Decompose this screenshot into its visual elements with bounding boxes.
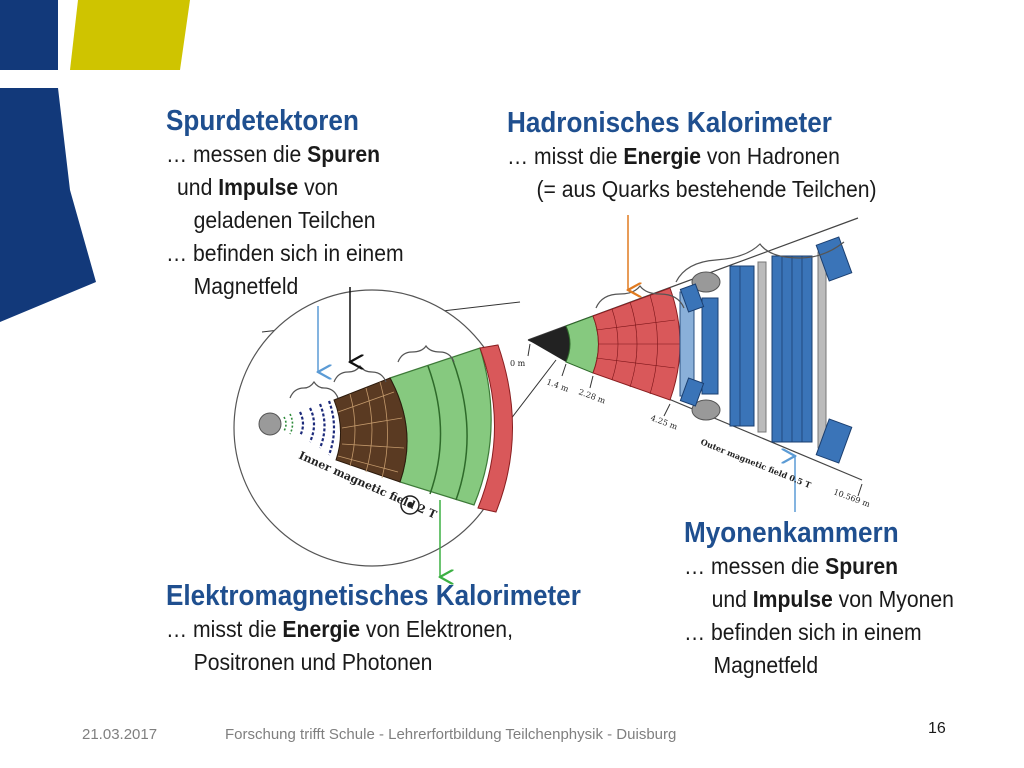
muon-heading: Myonenkammern	[684, 517, 899, 549]
page-number: 16	[928, 720, 946, 737]
muon-line-2: und Impulse von Myonen	[711, 586, 954, 612]
tracker-line-4: … befinden sich in einem	[166, 240, 404, 266]
ecal-text-block: Elektromagnetisches Kalorimeter … misst …	[166, 579, 627, 679]
inner-wedge	[258, 344, 513, 515]
tracker-text-block: Spurdetektoren … messen die Spuren und I…	[166, 104, 424, 303]
radius-label-4: 10.569 m	[832, 487, 871, 509]
muon-text-block: Myonenkammern … messen die Spuren und Im…	[684, 516, 977, 682]
radius-label-0: 0 m	[510, 359, 526, 368]
hcal-text-block: Hadronisches Kalorimeter … misst die Ene…	[507, 106, 909, 206]
footer-date: 21.03.2017	[82, 726, 158, 743]
outer-wedge	[527, 217, 863, 497]
radius-label-1: 1.4 m	[545, 377, 570, 393]
ecal-heading: Elektromagnetisches Kalorimeter	[166, 580, 581, 612]
radius-label-3: 4.25 m	[649, 413, 679, 431]
tracker-line-1: … messen die Spuren	[166, 141, 381, 167]
logo-olive-parallelogram	[70, 0, 190, 70]
tracker-line-2: und Impulse von	[177, 174, 339, 200]
muon-line-3: … befinden sich in einem	[684, 619, 922, 645]
logo-navy-square	[0, 0, 58, 70]
ecal-line-2: Positronen und Photonen	[193, 649, 433, 675]
tracker-line-5: Magnetfeld	[193, 273, 299, 299]
radius-label-2: 2.28 m	[577, 387, 607, 405]
hcal-heading: Hadronisches Kalorimeter	[507, 107, 832, 139]
tracker-line-3: geladenen Teilchen	[193, 207, 376, 233]
tracker-heading: Spurdetektoren	[166, 105, 359, 137]
hcal-line-2: (= aus Quarks bestehende Teilchen)	[536, 176, 877, 202]
corner-logo	[0, 0, 190, 322]
footer-text: Forschung trifft Schule - Lehrerfortbild…	[225, 726, 677, 743]
muon-line-4: Magnetfeld	[713, 652, 819, 678]
logo-navy-stripe	[0, 88, 96, 322]
muon-line-1: … messen die Spuren	[684, 553, 899, 579]
hcal-line-1: … misst die Energie von Hadronen	[507, 143, 840, 169]
ecal-line-1: … misst die Energie von Elektronen,	[166, 616, 513, 642]
